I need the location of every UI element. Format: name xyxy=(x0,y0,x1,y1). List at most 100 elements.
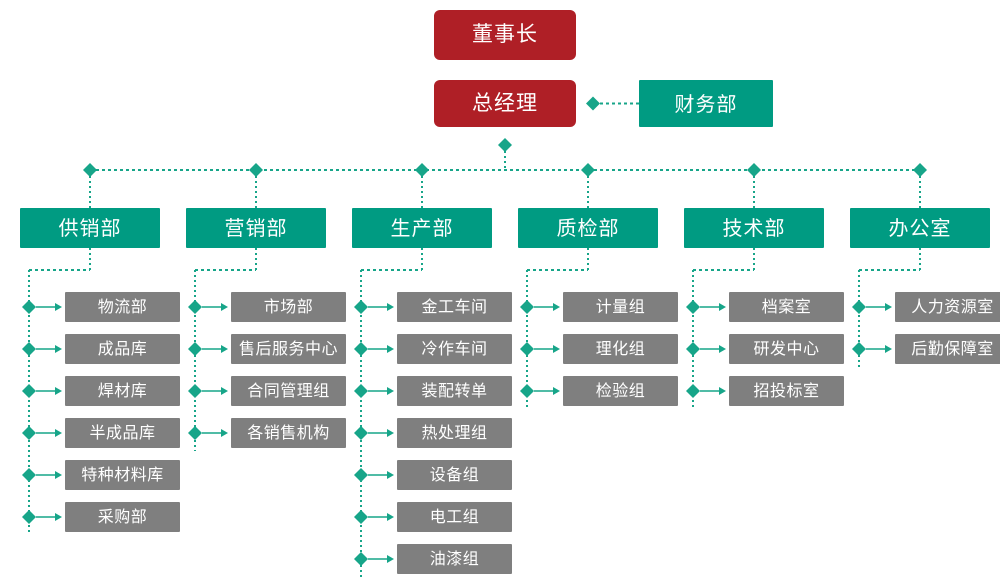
connector-dot-sales-2 xyxy=(188,384,202,398)
node-unit-supply-marketing-5-label: 采购部 xyxy=(97,507,148,527)
connector-dot-supply-marketing-5 xyxy=(22,510,36,524)
connector-arrow-production-3-head xyxy=(387,429,394,437)
node-unit-sales-0[interactable]: 市场部 xyxy=(231,292,346,322)
node-quality-inspection[interactable]: 质检部 xyxy=(518,208,658,248)
connector-dot-office-0 xyxy=(852,300,866,314)
connector-dot-production-0 xyxy=(354,300,368,314)
connector-dot-gm-bus xyxy=(498,138,512,152)
node-unit-technology-2-label: 招投标室 xyxy=(753,381,820,401)
node-finance-label: 财务部 xyxy=(674,91,738,116)
node-unit-supply-marketing-2-label: 焊材库 xyxy=(97,381,148,401)
node-chairman[interactable]: 董事长 xyxy=(434,10,576,60)
node-unit-supply-marketing-4[interactable]: 特种材料库 xyxy=(65,460,180,490)
node-unit-quality-inspection-2-label: 检验组 xyxy=(595,381,646,401)
connector-arrow-office-1-head xyxy=(885,345,892,353)
connector-arrow-quality-inspection-2-head xyxy=(553,387,560,395)
node-office[interactable]: 办公室 xyxy=(850,208,990,248)
connector-dot-production-4 xyxy=(354,468,368,482)
node-unit-production-4-label: 设备组 xyxy=(429,465,480,485)
node-unit-sales-2[interactable]: 合同管理组 xyxy=(231,376,346,406)
node-unit-production-6[interactable]: 油漆组 xyxy=(397,544,512,574)
connector-dot-technology-0 xyxy=(686,300,700,314)
node-unit-sales-3[interactable]: 各销售机构 xyxy=(231,418,346,448)
node-unit-quality-inspection-1-label: 理化组 xyxy=(595,339,646,359)
node-unit-supply-marketing-1[interactable]: 成品库 xyxy=(65,334,180,364)
connector-arrow-production-1-head xyxy=(387,345,394,353)
node-quality-inspection-label: 质检部 xyxy=(556,216,620,240)
node-unit-production-3[interactable]: 热处理组 xyxy=(397,418,512,448)
node-unit-office-1[interactable]: 后勤保障室 xyxy=(895,334,1000,364)
node-unit-production-5-label: 电工组 xyxy=(429,507,480,527)
connector-dot-office xyxy=(913,163,927,177)
connector-dot-supply-marketing-0 xyxy=(22,300,36,314)
node-general-manager[interactable]: 总经理 xyxy=(434,80,576,127)
connector-arrow-technology-2-head xyxy=(719,387,726,395)
node-unit-supply-marketing-0[interactable]: 物流部 xyxy=(65,292,180,322)
connector-dot-sales-1 xyxy=(188,342,202,356)
node-supply-marketing[interactable]: 供销部 xyxy=(20,208,160,248)
node-unit-quality-inspection-0-label: 计量组 xyxy=(595,297,646,317)
node-unit-supply-marketing-0-label: 物流部 xyxy=(97,297,148,317)
connector-dot-production-1 xyxy=(354,342,368,356)
node-unit-supply-marketing-1-label: 成品库 xyxy=(97,339,148,359)
node-technology-label: 技术部 xyxy=(722,216,786,240)
connector-arrow-technology-1-head xyxy=(719,345,726,353)
node-unit-quality-inspection-2[interactable]: 检验组 xyxy=(563,376,678,406)
node-unit-technology-1-label: 研发中心 xyxy=(753,339,820,359)
connector-dot-finance xyxy=(586,96,600,111)
node-general-manager-label: 总经理 xyxy=(472,90,538,115)
node-technology[interactable]: 技术部 xyxy=(684,208,824,248)
node-unit-office-0-label: 人力资源室 xyxy=(911,297,994,317)
node-unit-supply-marketing-3[interactable]: 半成品库 xyxy=(65,418,180,448)
node-unit-quality-inspection-1[interactable]: 理化组 xyxy=(563,334,678,364)
node-unit-sales-1[interactable]: 售后服务中心 xyxy=(231,334,346,364)
node-chairman-label: 董事长 xyxy=(472,22,538,47)
node-unit-quality-inspection-0[interactable]: 计量组 xyxy=(563,292,678,322)
connector-dot-production xyxy=(415,163,429,177)
connector-arrow-supply-marketing-2-head xyxy=(55,387,62,395)
node-unit-production-1[interactable]: 冷作车间 xyxy=(397,334,512,364)
connector-arrow-supply-marketing-4-head xyxy=(55,471,62,479)
node-unit-production-0-label: 金工车间 xyxy=(421,297,488,317)
node-unit-production-1-label: 冷作车间 xyxy=(421,339,488,359)
connector-dot-quality-inspection xyxy=(581,163,595,177)
node-unit-supply-marketing-2[interactable]: 焊材库 xyxy=(65,376,180,406)
connector-dot-supply-marketing-2 xyxy=(22,384,36,398)
connector-arrow-supply-marketing-3-head xyxy=(55,429,62,437)
node-unit-sales-0-label: 市场部 xyxy=(263,297,314,317)
connector-arrow-production-0-head xyxy=(387,303,394,311)
node-sales[interactable]: 营销部 xyxy=(186,208,326,248)
node-unit-supply-marketing-5[interactable]: 采购部 xyxy=(65,502,180,532)
node-unit-production-2-label: 装配转单 xyxy=(421,381,488,401)
node-unit-production-4[interactable]: 设备组 xyxy=(397,460,512,490)
connector-arrow-office-0-head xyxy=(885,303,892,311)
node-finance[interactable]: 财务部 xyxy=(639,80,773,127)
connector-dot-quality-inspection-2 xyxy=(520,384,534,398)
node-unit-technology-2[interactable]: 招投标室 xyxy=(729,376,844,406)
connector-dot-production-3 xyxy=(354,426,368,440)
connector-dot-production-6 xyxy=(354,552,368,566)
node-unit-supply-marketing-4-label: 特种材料库 xyxy=(81,465,164,485)
connector-dot-sales xyxy=(249,163,263,177)
node-unit-production-0[interactable]: 金工车间 xyxy=(397,292,512,322)
node-unit-technology-0[interactable]: 档案室 xyxy=(729,292,844,322)
connector-dot-technology xyxy=(747,163,761,177)
connector-dot-technology-1 xyxy=(686,342,700,356)
connector-arrow-supply-marketing-0-head xyxy=(55,303,62,311)
connector-dot-supply-marketing-4 xyxy=(22,468,36,482)
connector-dot-technology-2 xyxy=(686,384,700,398)
node-production-label: 生产部 xyxy=(390,216,454,240)
node-office-label: 办公室 xyxy=(888,216,952,240)
node-unit-office-0[interactable]: 人力资源室 xyxy=(895,292,1000,322)
connector-arrow-production-2-head xyxy=(387,387,394,395)
node-unit-sales-3-label: 各销售机构 xyxy=(247,423,330,443)
node-production[interactable]: 生产部 xyxy=(352,208,492,248)
connector-arrow-quality-inspection-0-head xyxy=(553,303,560,311)
connector-dot-production-2 xyxy=(354,384,368,398)
connector-arrow-supply-marketing-1-head xyxy=(55,345,62,353)
node-unit-production-2[interactable]: 装配转单 xyxy=(397,376,512,406)
node-unit-production-5[interactable]: 电工组 xyxy=(397,502,512,532)
connector-dot-supply-marketing-3 xyxy=(22,426,36,440)
node-unit-technology-1[interactable]: 研发中心 xyxy=(729,334,844,364)
